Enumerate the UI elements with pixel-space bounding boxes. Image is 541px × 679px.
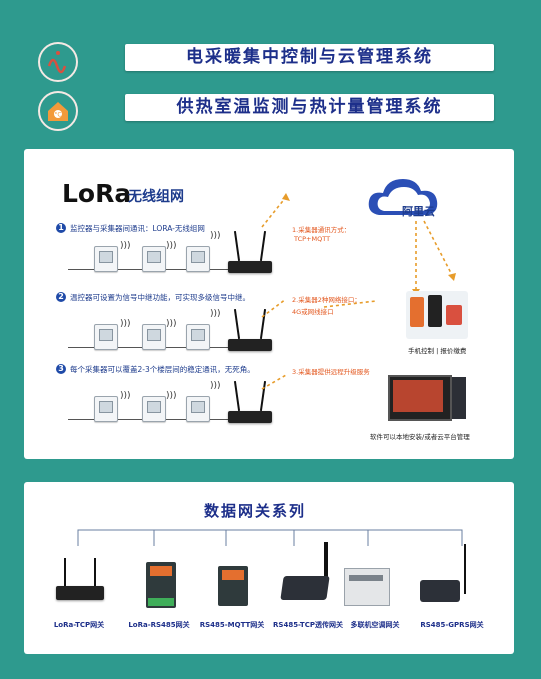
room-thermostat	[94, 396, 118, 422]
pc-caption: 软件可以本地安装/或者云平台管理	[370, 433, 470, 441]
product-label: RS485-MQTT网关	[199, 621, 265, 629]
annotation-protocol-detail: TCP+MQTT	[294, 235, 331, 243]
step-number: 2	[56, 292, 66, 302]
svg-text:°C: °C	[54, 112, 61, 119]
product-label: LoRa-TCP网关	[53, 621, 105, 629]
gateway-series-panel: 数据网关系列 LoRa-TCP网关 LoRa-RS485网关 RS485-MQT…	[24, 482, 514, 654]
house-thermometer-icon: °C	[38, 91, 78, 131]
lora-rs485-gateway-image	[146, 562, 176, 608]
lora-gateway-router	[228, 261, 272, 273]
room-thermostat	[186, 396, 210, 422]
annotation-protocol: 1.采集器通讯方式：	[292, 226, 351, 234]
step-number: 1	[56, 223, 66, 233]
data-flow-arrows	[261, 179, 456, 390]
wireless-signal-icon: )))	[166, 391, 177, 401]
wireless-signal-icon: )))	[120, 241, 131, 251]
wireless-signal-icon: )))	[210, 381, 221, 391]
annotation-interfaces-detail: 4G或网线接口	[292, 308, 334, 316]
room-thermostat	[186, 246, 210, 272]
header-title-electric-heating: 电采暖集中控制与云管理系统	[125, 44, 494, 71]
wireless-signal-icon: )))	[120, 391, 131, 401]
rs485-mqtt-gateway-image	[218, 566, 248, 606]
product-label: LoRa-RS485网关	[128, 621, 190, 629]
heating-coil-icon	[38, 42, 78, 82]
wireless-signal-icon: )))	[210, 309, 221, 319]
lora-subtitle: 无线组网	[128, 189, 184, 205]
product-label: RS485-GPRS网关	[420, 621, 484, 629]
step-text: 每个采集器可以覆盖2-3个楼层间的稳定通讯，无死角。	[70, 365, 255, 374]
pc-software-image	[388, 375, 452, 421]
multi-split-ac-gateway-image	[344, 568, 390, 606]
phone-caption: 手机控制 | 报价缴费	[408, 347, 467, 355]
lora-gateway-router	[228, 411, 272, 423]
step-number: 3	[56, 364, 66, 374]
product-label: RS485-TCP透传网关	[273, 621, 343, 629]
step-text: 监控器与采集器间通讯：LORA-无线组网	[70, 224, 205, 233]
annotation-interfaces: 2.采集器2种网络接口：	[292, 296, 361, 304]
room-thermostat	[142, 246, 166, 272]
gateway-connector-lines	[77, 529, 463, 546]
room-thermostat	[142, 324, 166, 350]
room-thermostat	[94, 246, 118, 272]
pc-tower-image	[452, 377, 466, 419]
rs485-tcp-gateway-image	[280, 542, 336, 608]
wireless-signal-icon: )))	[210, 231, 221, 241]
rs485-gprs-gateway-image	[418, 544, 480, 610]
smartphone-app-image	[406, 291, 468, 339]
gateway-series-title: 数据网关系列	[204, 502, 307, 520]
wireless-signal-icon: )))	[166, 241, 177, 251]
product-label: 多联机空调网关	[350, 621, 400, 629]
lora-tcp-gateway-image	[54, 558, 106, 604]
wireless-signal-icon: )))	[120, 319, 131, 329]
wireless-signal-icon: )))	[166, 319, 177, 329]
lora-logo: LoRa	[62, 179, 132, 208]
step-text: 温控器可设置为信号中继功能，可实现多级信号中继。	[70, 293, 250, 302]
cloud-label: 阿里云	[402, 205, 435, 218]
header-title-heating-monitoring: 供热室温监测与热计量管理系统	[125, 94, 494, 121]
lora-network-panel: LoRa 无线组网 1 监控器与采集器间通讯：LORA-无线组网 ))) )))…	[24, 149, 514, 459]
room-thermostat	[186, 324, 210, 350]
room-thermostat	[94, 324, 118, 350]
annotation-remote-upgrade: 3.采集器提供远程升级服务	[292, 368, 370, 376]
room-thermostat	[142, 396, 166, 422]
lora-gateway-router	[228, 339, 272, 351]
